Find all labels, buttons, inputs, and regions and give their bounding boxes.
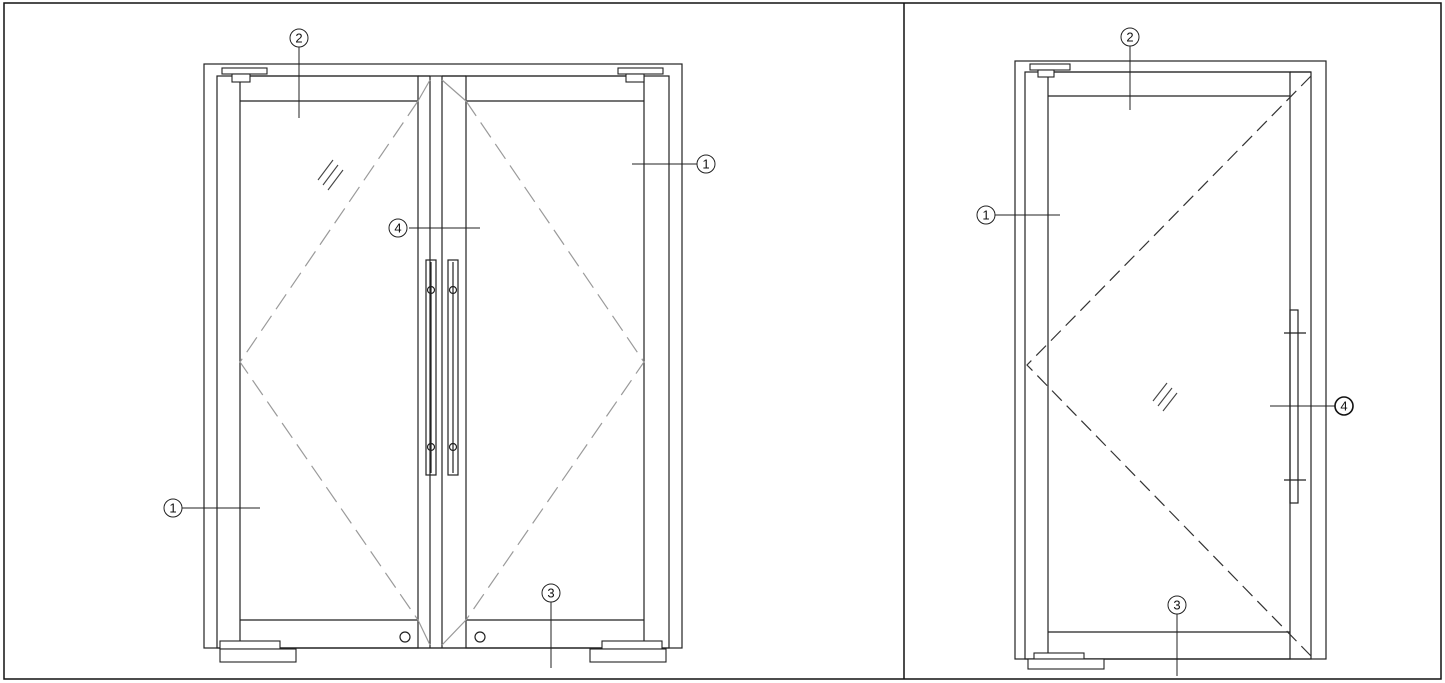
left-leaf (239, 75, 419, 649)
callout-label: 3 (1173, 598, 1180, 613)
callout-frame-right: 1 (696, 154, 716, 174)
single-frame-outer (1014, 60, 1327, 660)
top-closers-left (221, 67, 664, 83)
single-swing-lines (1026, 75, 1312, 657)
glass-hatch-right (1152, 382, 1178, 412)
single-leaf (1047, 71, 1291, 660)
callout-glass-left: 4 (388, 218, 408, 238)
callout-label: 1 (702, 157, 709, 172)
callout-handle-right: 4 (1334, 396, 1354, 416)
callout-frame-right-panel: 1 (976, 205, 996, 225)
callout-frame-left: 1 (163, 498, 183, 518)
callout-label: 4 (394, 221, 401, 236)
right-leaf (465, 75, 645, 649)
callout-label: 4 (1340, 399, 1347, 414)
door-handles (425, 259, 459, 476)
left-swing-lines (239, 100, 645, 621)
table-border (3, 2, 1442, 680)
door-frame-inner (216, 75, 670, 649)
floor-springs-left (219, 640, 667, 663)
callout-label: 3 (547, 586, 554, 601)
callout-threshold-right: 3 (1167, 595, 1187, 615)
callout-label: 2 (1126, 30, 1133, 45)
double-door-elevation (203, 63, 683, 649)
callout-label: 1 (169, 501, 176, 516)
floor-locks (399, 631, 486, 643)
single-frame-inner (1024, 71, 1312, 660)
callout-label: 2 (295, 31, 302, 46)
left-leaders (182, 47, 697, 668)
door-frame-outer (203, 63, 683, 649)
callout-threshold-left: 3 (541, 583, 561, 603)
glass-hatch-left (317, 159, 344, 191)
right-leaders (995, 46, 1335, 676)
single-door-elevation (1014, 60, 1327, 660)
single-hardware (1027, 63, 1105, 670)
callout-transom-right: 2 (1120, 27, 1140, 47)
callout-transom-left: 2 (289, 28, 309, 48)
callout-label: 1 (982, 208, 989, 223)
